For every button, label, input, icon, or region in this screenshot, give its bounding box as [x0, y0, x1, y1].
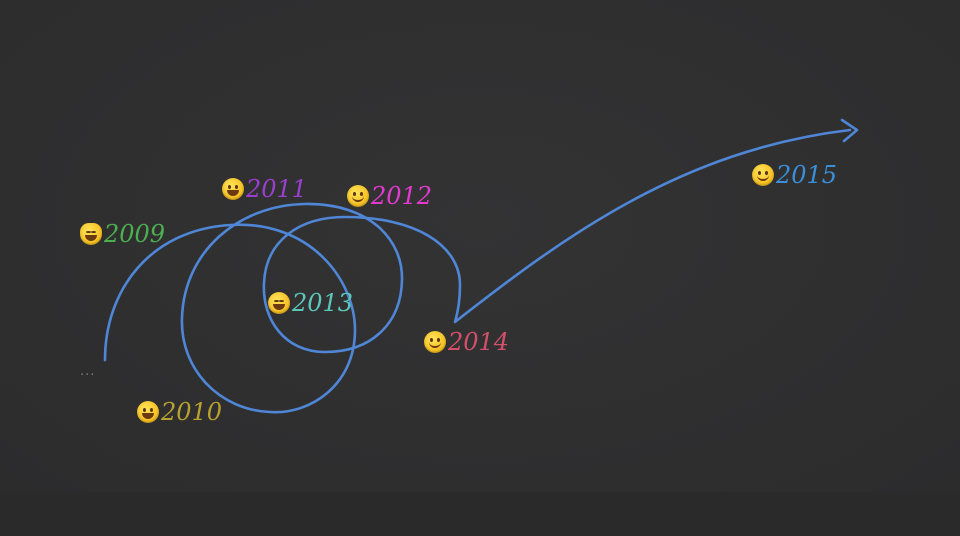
year-label-2012: 2012	[347, 184, 432, 208]
year-label-2011: 2011	[222, 177, 307, 201]
grinning-sweat-emoji-icon	[137, 401, 159, 423]
diagram-canvas: ... 2009 2010 2011 2012 2013 2014 2015	[0, 0, 960, 492]
arrowhead-icon	[840, 118, 859, 143]
year-text: 2010	[161, 398, 223, 426]
year-label-2010: 2010	[137, 400, 222, 424]
smiling-blush-emoji-icon	[752, 164, 774, 186]
smiling-blush-emoji-icon	[347, 185, 369, 207]
year-label-2009: 2009	[80, 222, 165, 246]
year-text: 2012	[371, 182, 433, 210]
tears-of-joy-emoji-icon	[268, 292, 290, 314]
spiral-arrow-line	[103, 128, 852, 414]
year-text: 2009	[104, 220, 166, 248]
year-text: 2014	[448, 328, 510, 356]
year-label-2013: 2013	[268, 291, 353, 315]
year-text: 2011	[246, 175, 308, 203]
year-label-2015: 2015	[752, 163, 837, 187]
leading-ellipsis: ...	[80, 364, 96, 379]
slight-smile-emoji-icon	[424, 331, 446, 353]
cat-tears-of-joy-emoji-icon	[80, 223, 102, 245]
year-label-2014: 2014	[424, 330, 509, 354]
bottom-bar	[0, 492, 960, 536]
timeline-spiral-path	[103, 118, 859, 414]
year-text: 2015	[776, 161, 838, 189]
grimacing-grin-emoji-icon	[222, 178, 244, 200]
year-text: 2013	[292, 289, 354, 317]
